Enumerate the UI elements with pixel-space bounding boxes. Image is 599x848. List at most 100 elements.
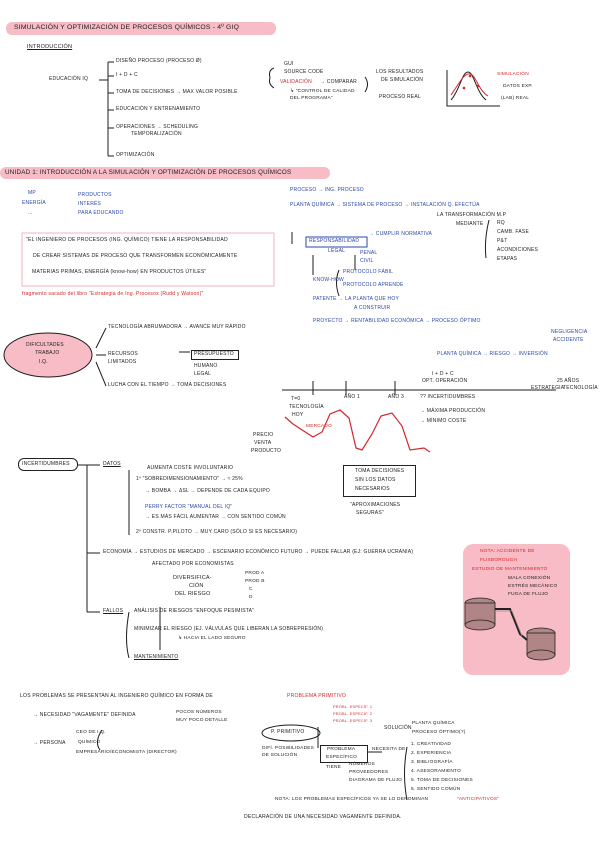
persona-line: → PERSONA bbox=[33, 740, 66, 746]
control-label: ↳ "CONTROL DE CALIDAD DEL PROGRAMA" bbox=[290, 89, 355, 101]
persona-item: EMPRESARIO/ECONOMISTA (DIRECTOR) bbox=[76, 750, 177, 755]
unit1-input: ... bbox=[28, 210, 33, 216]
op-item: ACONDICIONES bbox=[497, 247, 539, 253]
patente-line: A CONSTRUIR bbox=[354, 305, 391, 311]
lista-item: 1. CREATIVIDAD bbox=[411, 742, 452, 747]
patente-line: PATENTE → LA PLANTA QUE HOY bbox=[313, 296, 399, 302]
fallos-label: FALLOS bbox=[103, 608, 124, 614]
legal-item: LEGAL bbox=[328, 248, 346, 254]
dificultad-item: LUCHA CON EL TIEMPO → TOMA DECISIONES bbox=[108, 382, 227, 388]
unit1-input: ENERGÍA bbox=[22, 200, 46, 206]
nota-anticipativos: "ANTICIPATIVOS" bbox=[457, 797, 500, 802]
especifico-small: PROBL. ESPECÍF. 2 bbox=[333, 711, 373, 716]
lista-item: 4. ASESORAMIENTO bbox=[411, 769, 462, 774]
legend-datos-exp: DATOS EXP. bbox=[503, 84, 533, 89]
op-item: ETAPAS bbox=[497, 256, 518, 262]
source-code-label: SOURCE CODE bbox=[284, 69, 324, 75]
intro-item: EDUCACIÓN Y ENTRENAMIENTO bbox=[116, 106, 201, 112]
toma-decisiones: NECESARIOS bbox=[355, 486, 390, 492]
diversificacion: CIÓN bbox=[189, 583, 204, 589]
diversificacion: DIVERSIFICA- bbox=[173, 575, 212, 581]
responsabilidad-box: RESPONSABILIDAD bbox=[309, 238, 360, 244]
prod-item: D bbox=[249, 595, 253, 600]
quote-source: fragmento sacado del libro "Estrategia d… bbox=[22, 291, 204, 297]
page-title: SIMULACIÓN Y OPTIMIZACIÓN DE PROCESOS QU… bbox=[6, 22, 276, 35]
fallos-item: ANÁLISIS DE RIESGOS "ENFOQUE PESIMISTA" bbox=[134, 608, 255, 614]
max-produccion: → MÁXIMA PRODUCCIÓN bbox=[420, 408, 486, 414]
fallos-item: MINIMIZAR EL RIESGO (EJ. VÁLVULAS QUE LI… bbox=[134, 626, 324, 632]
proceso-line: PROCESO → ING. PROCESO bbox=[290, 187, 364, 193]
unit1-heading: UNIDAD 1: INTRODUCCIÓN A LA SIMULACIÓN Y… bbox=[0, 167, 330, 180]
tecnologia-hoy: HOY bbox=[292, 412, 304, 418]
y-label: PRECIO bbox=[253, 432, 274, 438]
quote-line: MATERIAS PRIMAS, ENERGÍA (know-how) EN P… bbox=[32, 269, 207, 275]
problema-especifico: PROBLEMA bbox=[327, 747, 356, 752]
intro-item: OPTIMIZACIÓN bbox=[116, 152, 155, 158]
necesidad-item: POCOS NÚMEROS bbox=[176, 710, 222, 715]
proyecto-line: PROYECTO → RENTABILIDAD ECONÓMICA → PROC… bbox=[313, 318, 481, 324]
lista-item: 5. TOMA DE DECISIONES bbox=[411, 778, 473, 783]
dificultad-item: RECURSOS LIMITADOS bbox=[108, 351, 138, 365]
tiene-item: DIAGRAMA DE FLUJO bbox=[349, 778, 403, 783]
mercado-curve-label: MERCADO bbox=[306, 424, 332, 429]
p-primitivo-label: P. PRIMITIVO bbox=[271, 729, 305, 735]
proceso-real-label: PROCESO REAL bbox=[379, 94, 421, 100]
dificultad-item: TECNOLOGÍA ABRUMADORA → AVANCE MUY RÁPID… bbox=[108, 324, 246, 330]
unit1-output: PARA EDUCANDO bbox=[78, 210, 124, 216]
opt-operacion-label: OPT. OPERACIÓN bbox=[422, 378, 468, 384]
planta-riesgo: PLANTA QUÍMICA → RIESGO → INVERSIÓN bbox=[437, 351, 548, 357]
toma-decisiones-box bbox=[343, 465, 416, 497]
incertidumbres-root: INCERTIDUMBRES bbox=[22, 461, 70, 467]
tecnologia-label: TECNOLOGÍA bbox=[563, 385, 598, 391]
necesidad-line: → NECESIDAD "VAGAMENTE" DEFINIDA bbox=[33, 712, 136, 718]
estrategia-label: ESTRATEGIA bbox=[531, 385, 565, 391]
persona-item: CEO DE I.Q. bbox=[76, 730, 106, 735]
afectado-label: AFECTADO POR ECONOMISTAS bbox=[152, 561, 234, 567]
mediante-label: MEDIANTE bbox=[456, 221, 484, 227]
declaracion-line: DECLARACIÓN DE UNA NECESIDAD VAGAMENTE D… bbox=[244, 814, 402, 820]
quote-line: "EL INGENIERO DE PROCESOS (ING. QUÍMICO)… bbox=[26, 237, 228, 243]
dificultades-bubble: DIFICULTADES bbox=[26, 342, 64, 348]
intro-item: DISEÑO PROCESO (PROCESO Ø) bbox=[116, 58, 202, 64]
nota-flixborough: NOTA: ACCIDENTE DE bbox=[480, 549, 535, 554]
nota-item: FUGA DE FLUJO bbox=[508, 592, 549, 597]
intro-heading: INTRODUCCIÓN bbox=[27, 44, 73, 50]
y-label: VENTA bbox=[254, 440, 272, 446]
accidente-label: ACCIDENTE bbox=[553, 337, 584, 343]
nota-flixborough: FLIXBOROUGH bbox=[480, 558, 518, 563]
especifico-small: PROBL. ESPECÍF. 3 bbox=[333, 718, 373, 723]
necesidad-item: MUY POCO DETALLE bbox=[176, 718, 228, 723]
planta-line: PLANTA QUÍMICA → SISTEMA DE PROCESO → IN… bbox=[290, 202, 480, 208]
protocolo-item: PROTOCOLO APRENDE bbox=[343, 282, 404, 288]
lista-item: 2. EXPERIENCIA bbox=[411, 751, 452, 756]
problema-especifico-box bbox=[320, 745, 368, 763]
economia-line: ECONOMÍA → ESTUDIOS DE MERCADO → ESCENAR… bbox=[103, 549, 414, 555]
fallos-item: MANTENIMIENTO bbox=[134, 654, 179, 660]
toma-decisiones: TOMA DECISIONES bbox=[355, 468, 405, 474]
dificil-label: DIFÍ. POSIBILIDADES DE SOLUCIÓN bbox=[262, 746, 315, 759]
tiene-item: PROVEEDORES bbox=[349, 770, 389, 775]
especifico-small: PROBL. ESPECÍF. 1 bbox=[333, 704, 373, 709]
presupuesto-label: PRESUPUESTO bbox=[194, 351, 234, 357]
negligencia-label: NEGLIGENCIA bbox=[551, 329, 588, 335]
datos-item: 2º CONSTR. P.PILOTO → MUY CARO (SÓLO SI … bbox=[136, 529, 298, 535]
resultados-label: DE SIMULACIÓN bbox=[381, 77, 424, 83]
min-coste: → MÍNIMO COSTE bbox=[420, 418, 467, 424]
op-item: RQ bbox=[497, 220, 505, 226]
humano-label: HUMANO bbox=[194, 363, 218, 369]
solucion-item: PLANTA QUÍMICA bbox=[412, 721, 455, 726]
axis-t0: T=0 bbox=[291, 396, 301, 402]
solucion-item: PROCESO ÓPTIMO(?) bbox=[412, 730, 466, 735]
intro-item: OPERACIONES → SCHEDULING bbox=[116, 124, 199, 130]
fallos-item: ↳ HACIA EL LADO SEGURO bbox=[178, 636, 246, 641]
lista-item: 3. BIBLIOGRAFÍA bbox=[411, 760, 453, 765]
idc-label: I + D + C bbox=[432, 371, 454, 377]
intro-item: TOMA DE DECISIONES → MAX VALOR POSIBLE bbox=[116, 89, 238, 95]
tiene-item: NÚMEROS bbox=[349, 762, 375, 767]
datos-item: PERRY FACTOR "MANUAL DEL IQ" bbox=[145, 504, 233, 510]
prod-item: PROD B bbox=[245, 579, 265, 584]
datos-item: → BOMBA → ΔSL → DEPENDE DE CADA EQUIPO bbox=[145, 488, 270, 494]
unit1-output: PRODUCTOS bbox=[78, 192, 112, 198]
cumplir-normativa: → CUMPLIR NORMATIVA bbox=[369, 231, 433, 237]
datos-item: AUMENTA COSTE INVOLUNTARIO bbox=[147, 465, 234, 471]
